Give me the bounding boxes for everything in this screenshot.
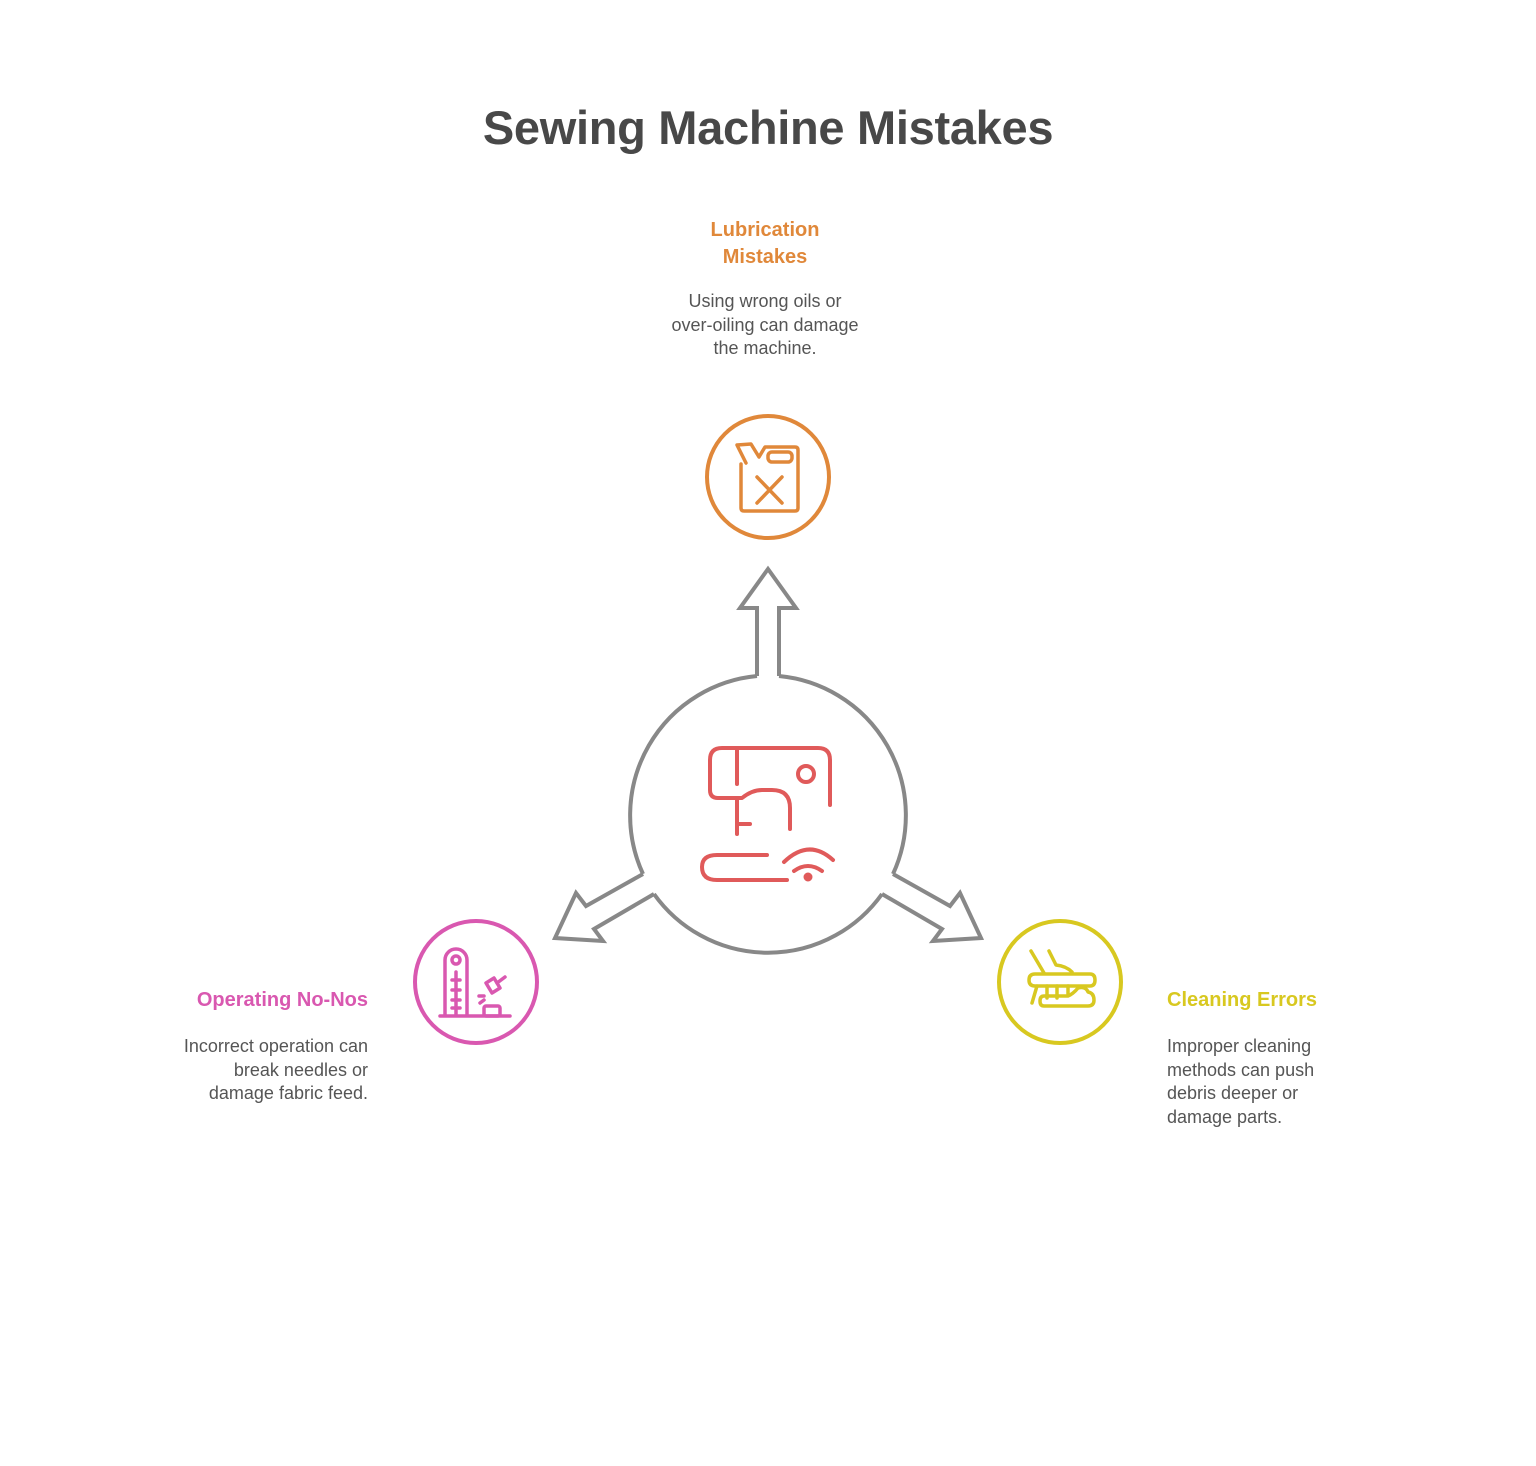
operating-title: Operating No-Nos <box>196 989 368 1011</box>
cleaning-desc-line1: Improper cleaning <box>1167 1036 1312 1056</box>
lubrication-title-line1: Lubrication <box>710 219 820 241</box>
brush-cleaning-icon <box>1027 949 1097 1008</box>
operating-desc-line1: Incorrect operation can <box>183 1036 368 1056</box>
hub-outline <box>551 565 985 955</box>
cleaning-description: Improper cleaning methods can push debri… <box>1167 1035 1467 1129</box>
page-title: Sewing Machine Mistakes <box>482 101 1054 154</box>
lubrication-title: Lubrication Mistakes <box>615 217 915 271</box>
lubrication-icon-circle <box>705 414 831 540</box>
strength-tester-icon <box>438 947 512 1018</box>
lubrication-desc-line3: the machine. <box>713 338 817 358</box>
operating-icon-circle <box>413 919 539 1045</box>
lubrication-title-line2: Mistakes <box>722 246 808 268</box>
lubrication-desc-line2: over-oiling can damage <box>671 314 859 335</box>
oil-can-x-icon <box>735 442 800 513</box>
lubrication-description: Using wrong oils or over-oiling can dama… <box>615 290 915 361</box>
cleaning-desc-line2: methods can push <box>1167 1059 1315 1080</box>
cleaning-desc-line4: damage parts. <box>1167 1106 1283 1127</box>
cleaning-desc-line3: debris deeper or <box>1167 1083 1299 1103</box>
operating-description: Incorrect operation can break needles or… <box>68 1035 368 1106</box>
lubrication-desc-line1: Using wrong oils or <box>688 291 842 311</box>
operating-desc-line2: break needles or <box>233 1059 368 1080</box>
sewing-machine-icon <box>700 746 835 882</box>
cleaning-title: Cleaning Errors <box>1167 989 1318 1011</box>
cleaning-icon-circle <box>997 919 1123 1045</box>
operating-desc-line3: damage fabric feed. <box>208 1083 368 1103</box>
